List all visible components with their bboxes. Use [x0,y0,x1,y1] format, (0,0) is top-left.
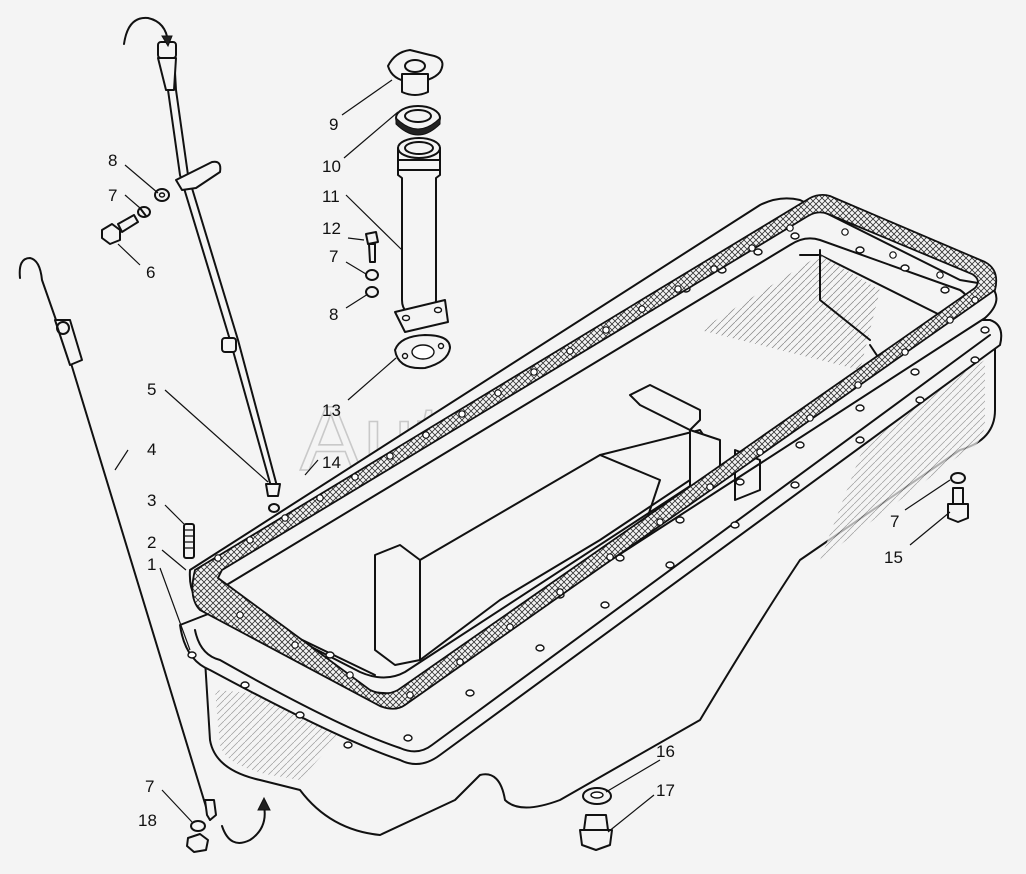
dipstick-guide-tube [157,41,281,513]
callout-14: 14 [322,453,341,472]
lock-washer-7b [365,269,379,281]
callout-3: 3 [147,491,156,510]
rotation-arrow-bottom-head [257,796,271,811]
callout-18: 18 [138,811,157,830]
callout-12: 12 [322,219,341,238]
callout-7a: 7 [108,186,117,205]
callout-10: 10 [322,157,341,176]
stud-part-3 [183,523,195,559]
rotation-arrow-bottom [221,805,266,844]
oil-pan-gasket [191,193,998,710]
rotation-arrow-top-head [161,35,173,48]
callout-17: 17 [656,781,675,800]
callout-7c: 7 [890,512,899,531]
dipstick [18,257,217,821]
callout-13: 13 [322,401,341,420]
callout-8b: 8 [329,305,338,324]
leader-lines [114,79,951,833]
nut-part-18 [186,820,209,853]
callout-16: 16 [656,742,675,761]
drain-plug-17 [579,814,613,851]
rotation-arrow-top [123,16,169,45]
callout-7b: 7 [329,247,338,266]
callout-11: 11 [322,187,340,206]
lock-washer-7a [137,206,151,218]
callout-15: 15 [884,548,903,567]
oil-pan [179,197,1003,836]
oil-filler-assembly [387,49,451,370]
lower-flange-bolt-holes [187,326,990,749]
bolt-part-12 [365,231,379,263]
bolt-part-6 [101,214,139,245]
flat-washer-8b [365,286,379,298]
callout-1: 1 [147,555,156,574]
flat-washer-8a-hole [158,192,166,198]
bolt-part-15 [947,472,969,523]
callout-9: 9 [329,115,338,134]
callout-numbers: 9 10 11 12 7 8 13 14 5 4 3 2 1 8 7 6 7 1… [108,115,903,830]
callout-5: 5 [147,380,156,399]
callout-7d: 7 [145,777,154,796]
callout-8a: 8 [108,151,117,170]
callout-6: 6 [146,263,155,282]
callout-2: 2 [147,533,156,552]
drain-seal-16 [582,787,612,805]
callout-4: 4 [147,440,156,459]
